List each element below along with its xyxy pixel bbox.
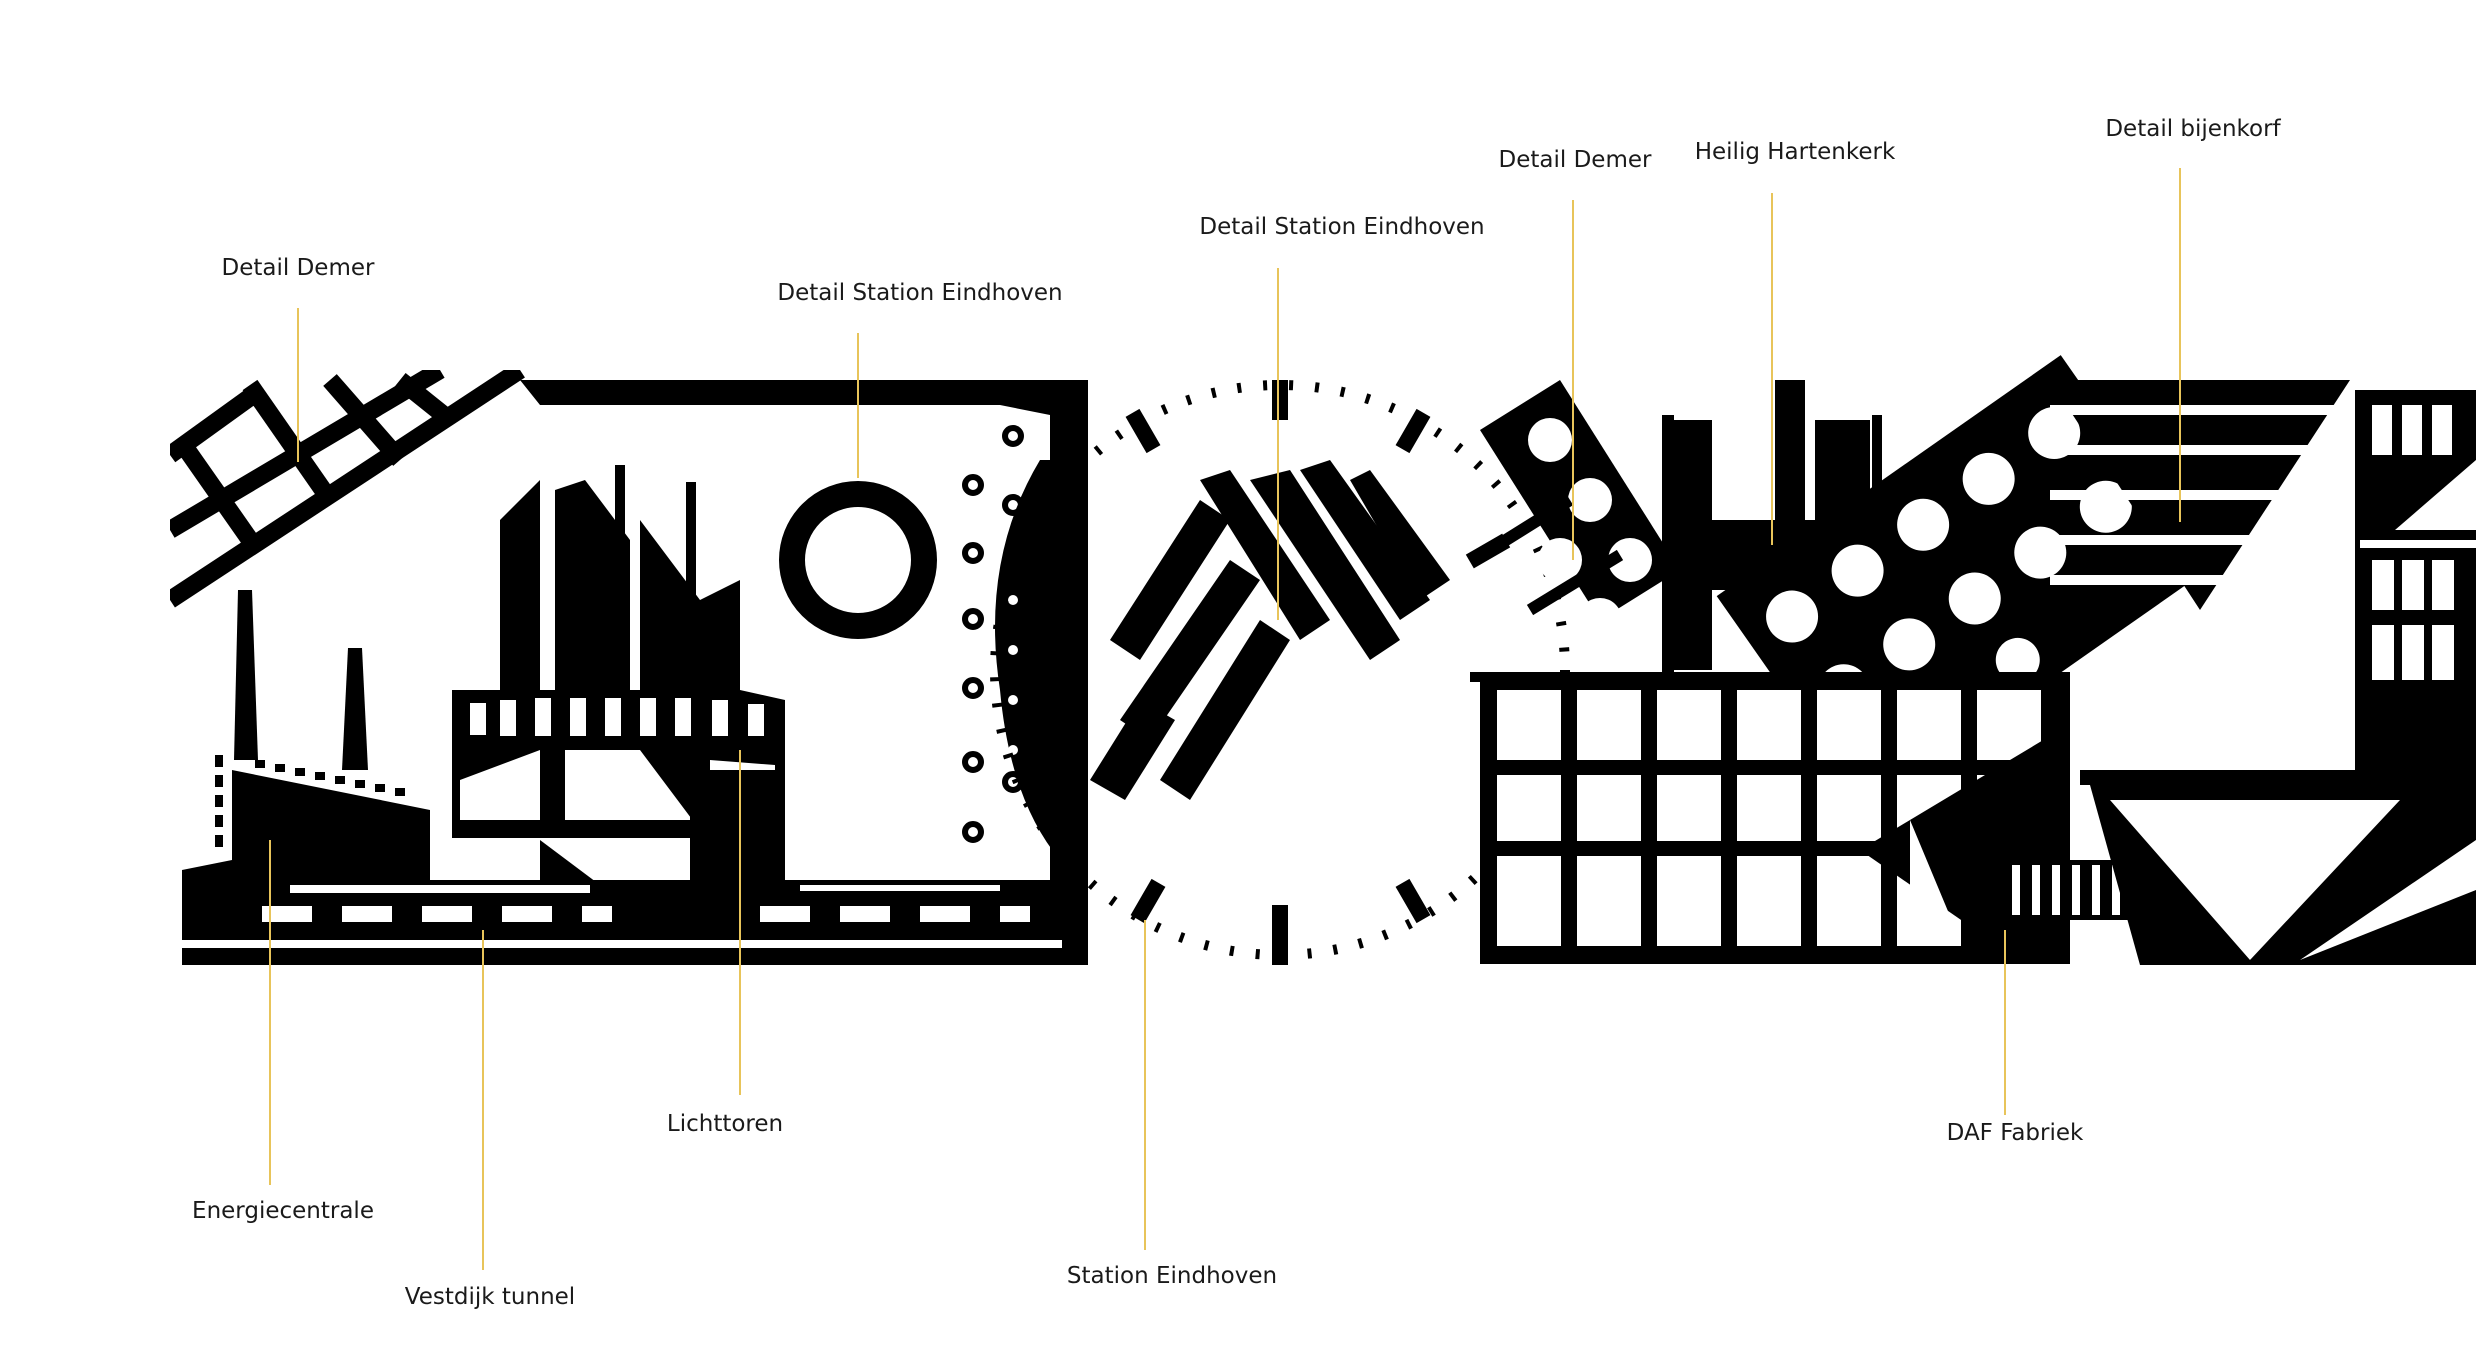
demer-lattice-right xyxy=(1480,380,1680,642)
label-detail-station-left: Detail Station Eindhoven xyxy=(777,280,1063,306)
label-energiecentrale: Energiecentrale xyxy=(192,1198,374,1224)
label-daf-fabriek: DAF Fabriek xyxy=(1946,1120,2084,1146)
leader-lines xyxy=(269,168,2181,1270)
station-clock xyxy=(990,380,1570,965)
clock-stripes xyxy=(1090,460,1450,800)
demer-lattice-left xyxy=(170,370,525,608)
daf-grid xyxy=(1470,672,2070,964)
label-detail-bijenkorf: Detail bijenkorf xyxy=(2105,116,2281,142)
label-detail-demer-right: Detail Demer xyxy=(1498,147,1652,173)
far-right-building xyxy=(2080,390,2476,965)
label-station-eindhoven: Station Eindhoven xyxy=(1066,1263,1278,1289)
station-ring xyxy=(779,481,937,639)
label-detail-demer-left: Detail Demer xyxy=(221,255,375,281)
label-vestdijk-tunnel: Vestdijk tunnel xyxy=(404,1284,576,1310)
rivet-column xyxy=(962,425,1024,843)
energiecentrale-chimneys xyxy=(234,590,368,770)
label-heilig-hartenkerk: Heilig Hartenkerk xyxy=(1694,139,1896,165)
vestdijk-tunnel xyxy=(182,880,1062,965)
bijenkorf xyxy=(2050,380,2350,610)
right-cluster xyxy=(1470,355,2476,965)
half-disc xyxy=(995,460,1060,860)
label-detail-station-center: Detail Station Eindhoven xyxy=(1199,214,1485,240)
label-lichttoren: Lichttoren xyxy=(666,1111,784,1137)
left-panel xyxy=(170,370,1088,965)
